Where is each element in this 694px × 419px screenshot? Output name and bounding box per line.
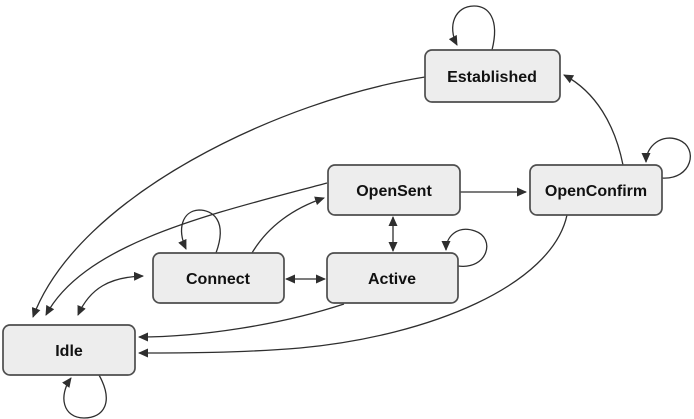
state-connect: Connect <box>152 252 285 304</box>
edges-layer <box>31 5 691 419</box>
edge-active-self-loop <box>441 228 488 267</box>
edge-openconfirm-self-loop <box>641 137 691 179</box>
state-opensent-box <box>327 164 461 216</box>
state-connect-label: Connect <box>186 271 251 288</box>
edge-openconfirm-to-established <box>563 74 624 166</box>
state-active-label: Active <box>368 271 416 288</box>
state-active: Active <box>326 252 459 304</box>
state-opensent: OpenSent <box>327 164 461 216</box>
state-established-box <box>424 49 561 103</box>
state-openconfirm-label: OpenConfirm <box>545 183 647 200</box>
edge-active-to-idle <box>138 303 345 342</box>
edge-idle-connect-bidirectional <box>77 271 144 316</box>
state-openconfirm: OpenConfirm <box>529 164 663 216</box>
edge-connect-self-loop <box>178 209 221 254</box>
state-established: Established <box>424 49 561 103</box>
state-opensent-label: OpenSent <box>356 183 432 200</box>
state-idle-box <box>2 324 136 376</box>
edge-openconfirm-to-idle <box>138 214 568 358</box>
edge-connect-to-opensent <box>251 196 325 254</box>
state-active-box <box>326 252 459 304</box>
edge-established-self-loop <box>448 5 496 51</box>
nodes-layer: Idle Connect Active OpenSent OpenConfirm <box>2 49 663 376</box>
state-idle: Idle <box>2 324 136 376</box>
state-connect-box <box>152 252 285 304</box>
edge-opensent-to-idle <box>45 182 328 316</box>
state-idle-label: Idle <box>55 343 83 360</box>
state-openconfirm-box <box>529 164 663 216</box>
edge-idle-self-loop <box>62 374 107 419</box>
edge-established-to-idle <box>31 76 426 318</box>
state-established-label: Established <box>447 69 537 86</box>
